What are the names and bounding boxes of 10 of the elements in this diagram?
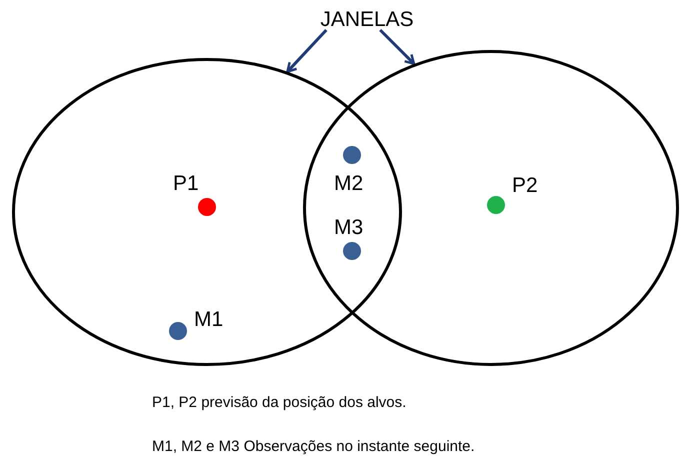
- point-label: M3: [334, 217, 364, 238]
- point-label: P2: [512, 175, 538, 196]
- arrow: [286, 28, 328, 73]
- caption-note: M1, M2 e M3 Observações no instante seguinte.: [152, 438, 475, 455]
- arrow: [379, 28, 416, 65]
- point-label: M1: [194, 309, 224, 330]
- point-label: M2: [334, 173, 364, 194]
- point-label: P1: [173, 173, 199, 194]
- window-title: JANELAS: [319, 8, 415, 32]
- caption-note: P1, P2 previsão da posição dos alvos.: [152, 394, 406, 411]
